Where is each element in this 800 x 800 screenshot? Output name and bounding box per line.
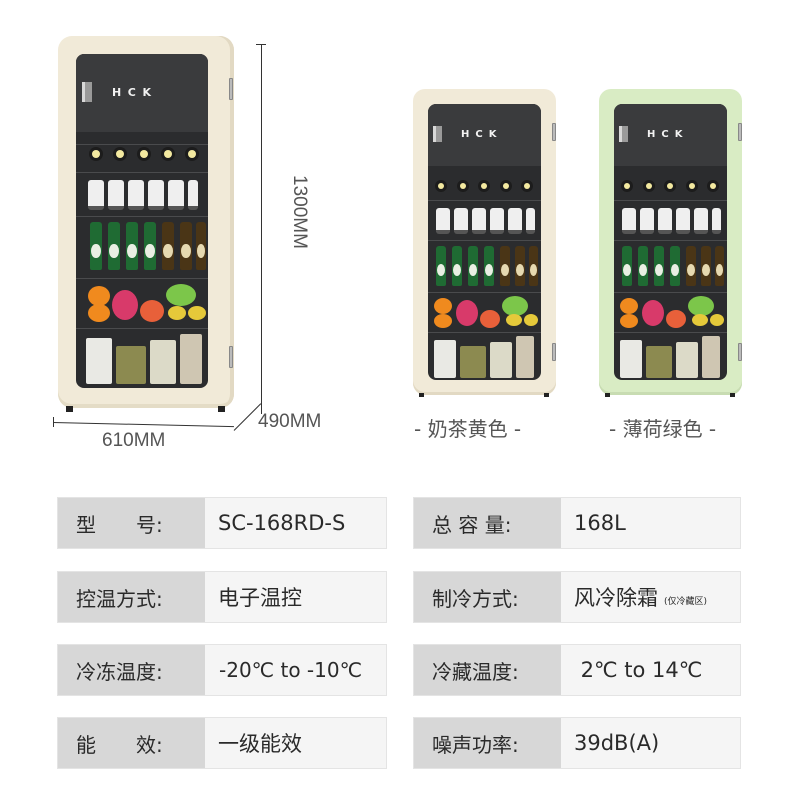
- spec-row-temp-control: 控温方式: 电子温控: [57, 571, 387, 623]
- spec-value: -20℃ to -10℃: [205, 645, 386, 695]
- spec-value: SC-168RD-S: [205, 498, 386, 548]
- depth-dimension-label: 490MM: [258, 411, 322, 432]
- spec-key: 型 号:: [58, 498, 205, 548]
- spec-key: 冷冻温度:: [58, 645, 205, 695]
- spec-row-energy-efficiency: 能 效: 一级能效: [57, 717, 387, 769]
- temperature-display: [82, 82, 92, 102]
- spec-value: 电子温控: [205, 572, 386, 622]
- spec-row-freezer-temp: 冷冻温度: -20℃ to -10℃: [57, 644, 387, 696]
- width-dimension-label: 610MM: [102, 430, 166, 451]
- height-dimension-label: 1300MM: [289, 175, 310, 249]
- fridge-mint-variant: HCK: [599, 89, 742, 397]
- spec-row-model: 型 号: SC-168RD-S: [57, 497, 387, 549]
- color-label-mint: - 薄荷绿色 -: [609, 417, 717, 441]
- spec-value: 39dB(A): [561, 718, 740, 768]
- spec-row-capacity: 总 容 量: 168L: [413, 497, 741, 549]
- spec-key: 噪声功率:: [414, 718, 561, 768]
- brand-logo: HCK: [647, 129, 689, 140]
- spec-value: 168L: [561, 498, 740, 548]
- spec-key: 制冷方式:: [414, 572, 561, 622]
- brand-logo: HCK: [112, 86, 158, 99]
- color-label-cream: - 奶茶黄色 -: [414, 417, 522, 441]
- spec-value-wrap: 风冷除霜 (仅冷藏区): [561, 572, 740, 622]
- brand-logo: HCK: [461, 129, 503, 140]
- spec-value: 2℃ to 14℃: [561, 645, 740, 695]
- spec-key: 能 效:: [58, 718, 205, 768]
- spec-row-fridge-temp: 冷藏温度: 2℃ to 14℃: [413, 644, 741, 696]
- fridge-cream-variant: HCK: [413, 89, 556, 397]
- control-panel: [76, 54, 208, 132]
- spec-row-noise: 噪声功率: 39dB(A): [413, 717, 741, 769]
- spec-key: 总 容 量:: [414, 498, 561, 548]
- spec-row-cooling-method: 制冷方式: 风冷除霜 (仅冷藏区): [413, 571, 741, 623]
- spec-value: 风冷除霜: [574, 586, 658, 610]
- fridge-large-cream: HCK: [58, 36, 234, 412]
- fridge-glass-door: HCK: [76, 54, 208, 388]
- height-dimension-line: [261, 44, 262, 414]
- spec-key: 冷藏温度:: [414, 645, 561, 695]
- spec-note: (仅冷藏区): [664, 596, 708, 607]
- spec-key: 控温方式:: [58, 572, 205, 622]
- spec-value: 一级能效: [205, 718, 386, 768]
- width-dimension-line: [52, 422, 234, 428]
